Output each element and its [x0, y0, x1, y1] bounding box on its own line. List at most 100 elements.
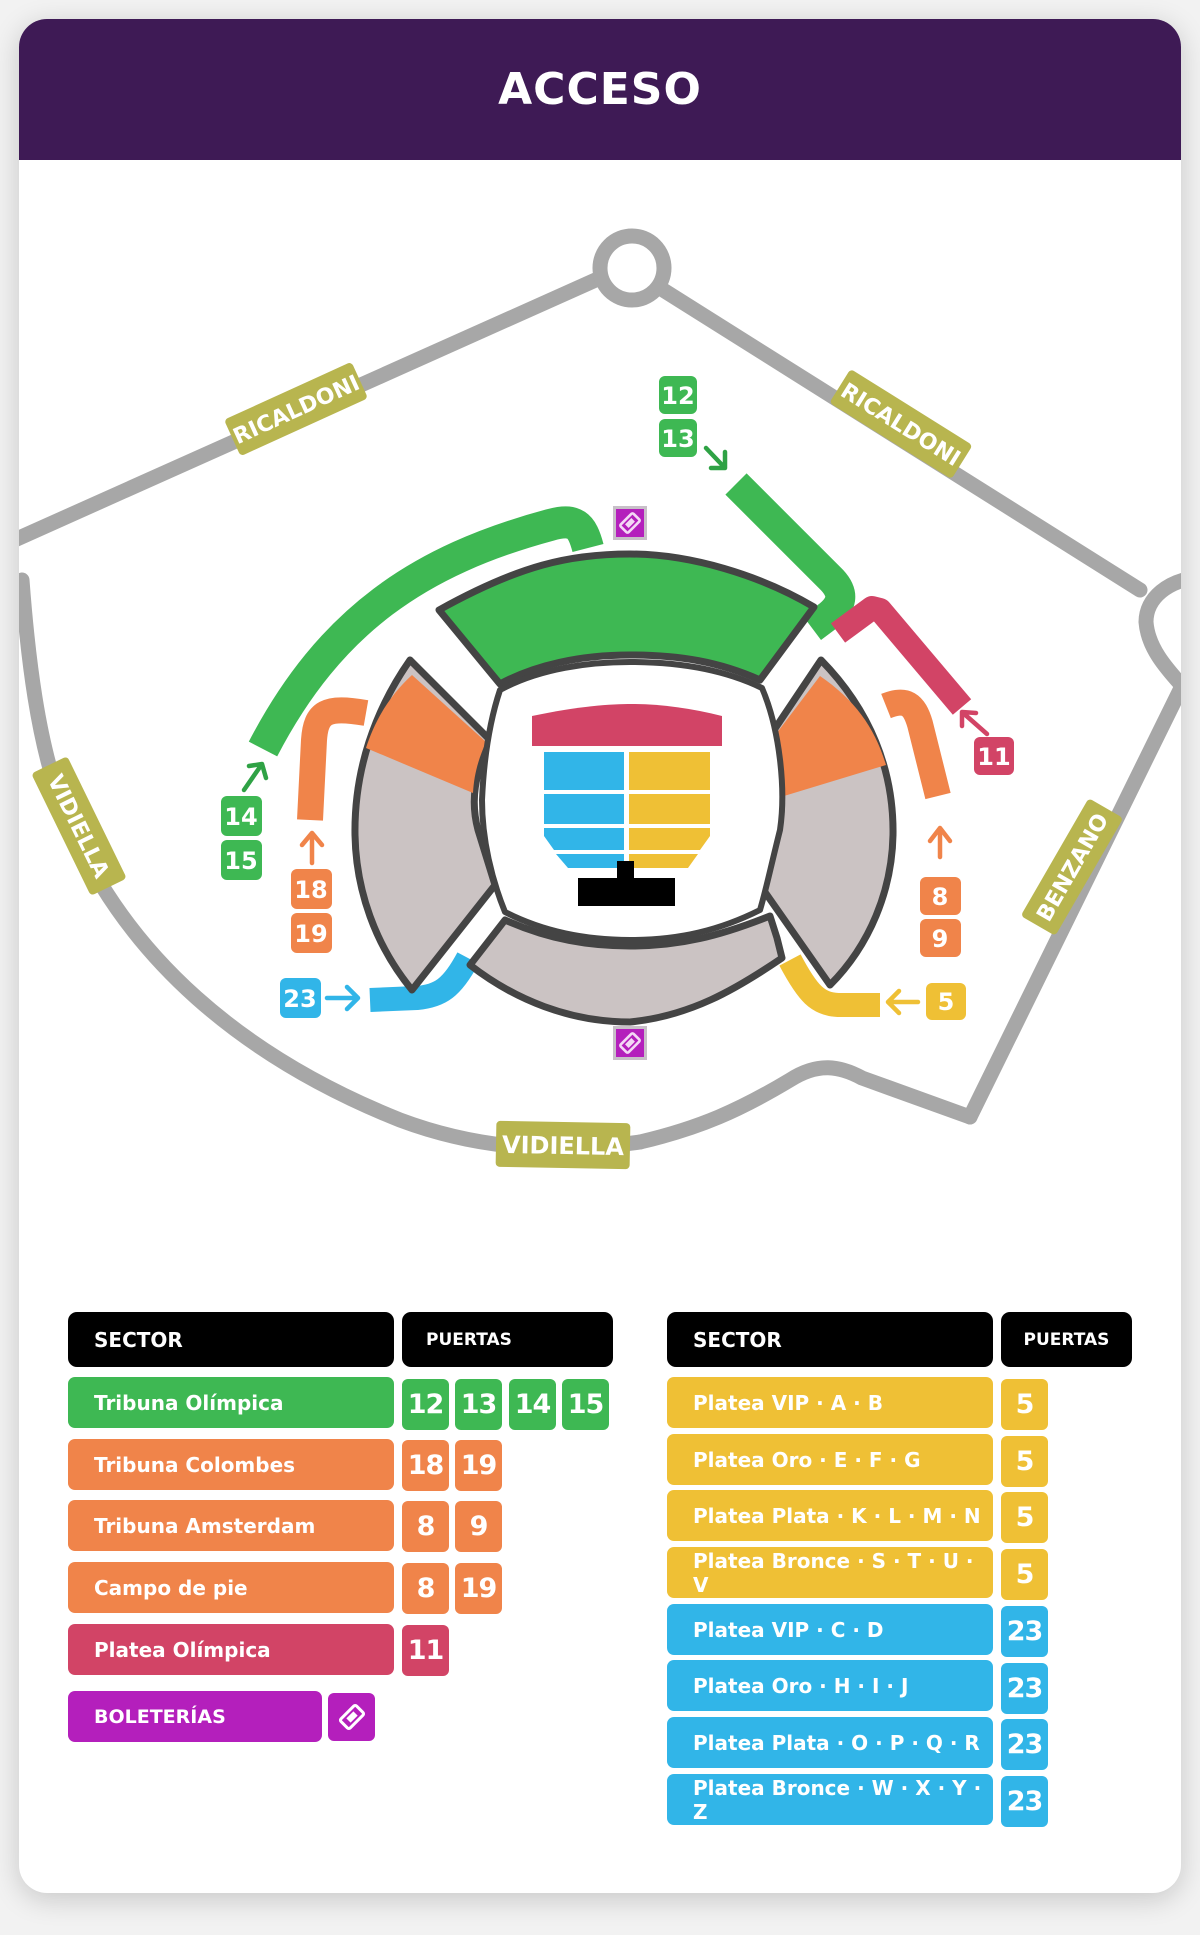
- sector-platea-vip-ab[interactable]: [629, 752, 710, 790]
- stadium-map: RICALDONI RICALDONI VIDIELLA VIDIELLA BE…: [19, 228, 1181, 1170]
- gate-14[interactable]: 14: [221, 796, 262, 836]
- gate-badge: 14: [509, 1379, 556, 1430]
- gate-5[interactable]: 5: [926, 983, 966, 1020]
- gate-badge: 23: [1001, 1719, 1048, 1770]
- gate-9[interactable]: 9: [920, 919, 961, 957]
- header: ACCESO: [19, 19, 1181, 160]
- gate-badge: 8: [402, 1501, 449, 1552]
- route-platea-olimpica: [830, 596, 972, 715]
- arrow-icon: [299, 830, 325, 866]
- sector-label: Platea Oro · E · F · G: [667, 1434, 993, 1485]
- sector-platea-oro-hij[interactable]: [544, 794, 624, 824]
- sector-label: Campo de pie: [68, 1562, 394, 1613]
- gate-badge: 9: [455, 1501, 502, 1552]
- svg-text:9: 9: [932, 925, 949, 953]
- sector-platea-plata-opqr[interactable]: [544, 828, 624, 850]
- svg-text:18: 18: [294, 876, 327, 904]
- boleterias-label: BOLETERÍAS: [68, 1691, 322, 1742]
- sector-platea-bronce-wxyz[interactable]: [556, 854, 624, 868]
- sector-label: Platea Oro · H · I · J: [667, 1660, 993, 1711]
- legend-right-header-gates: PUERTAS: [1001, 1312, 1132, 1367]
- gate-18[interactable]: 18: [291, 869, 332, 909]
- ticket-icon: [614, 507, 646, 539]
- gate-badge: 8: [402, 1563, 449, 1614]
- gate-23[interactable]: 23: [280, 978, 321, 1018]
- gate-badge: 18: [402, 1440, 449, 1491]
- svg-text:15: 15: [224, 847, 257, 875]
- gate-badges: 12 13 14 15 18 19 23 11 8 9 5: [221, 376, 1014, 1020]
- sector-platea-oro-efg[interactable]: [629, 794, 710, 824]
- gate-badge: 5: [1001, 1379, 1048, 1430]
- stadium: [351, 550, 897, 1026]
- sector-tribuna-colombes[interactable]: [366, 675, 486, 793]
- stage: [578, 861, 675, 906]
- gate-badge: 23: [1001, 1776, 1048, 1827]
- gate-badge: 5: [1001, 1549, 1048, 1600]
- legend-left-header-sector: SECTOR: [68, 1312, 394, 1367]
- street-tag-ricaldoni-east: RICALDONI: [830, 370, 972, 478]
- route-tribuna-amsterdam: [881, 689, 951, 800]
- gate-badge: 5: [1001, 1436, 1048, 1487]
- ticket-icon: [614, 1027, 646, 1059]
- gate-19[interactable]: 19: [291, 913, 332, 953]
- arrow-icon: [885, 988, 921, 1016]
- access-card: ACCESO: [19, 19, 1181, 1893]
- sector-label: Tribuna Amsterdam: [68, 1500, 394, 1551]
- svg-text:14: 14: [224, 803, 257, 831]
- sector-platea-bronce-stuv[interactable]: [629, 854, 698, 868]
- road-benzano: [962, 682, 1181, 1125]
- gate-badge: 19: [455, 1440, 502, 1491]
- sector-label: Platea Bronce · W · X · Y · Z: [667, 1774, 993, 1825]
- sector-platea-plata-klmn[interactable]: [629, 828, 710, 850]
- street-tag-vidiella-west: VIDIELLA: [32, 757, 126, 895]
- route-tribuna-olimpica-east: [725, 473, 856, 640]
- arrow-icon: [927, 825, 953, 860]
- boleterias-badge: [328, 1693, 375, 1741]
- gate-8[interactable]: 8: [920, 877, 961, 915]
- svg-text:RICALDONI: RICALDONI: [836, 379, 964, 472]
- arrow-icon: [324, 984, 361, 1012]
- arrow-icon: [241, 761, 269, 793]
- sector-tribuna-amsterdam[interactable]: [770, 676, 886, 796]
- sector-label: Platea Bronce · S · T · U · V: [667, 1547, 993, 1598]
- arrow-icon: [959, 709, 990, 737]
- gate-12[interactable]: 12: [659, 376, 697, 414]
- roundabout-east: [1138, 573, 1181, 695]
- road-link-southeast: [632, 1060, 978, 1150]
- legend-left-header-gates: PUERTAS: [402, 1312, 613, 1367]
- sector-label: Platea VIP · C · D: [667, 1604, 993, 1655]
- sector-south-stand: [466, 912, 786, 1026]
- sector-tribuna-olimpica[interactable]: [435, 550, 818, 688]
- gate-13[interactable]: 13: [659, 419, 697, 457]
- svg-text:12: 12: [661, 382, 694, 410]
- route-platea-blue: [369, 952, 479, 1012]
- gate-badge: 19: [455, 1563, 502, 1614]
- svg-text:19: 19: [294, 920, 327, 948]
- legend-right-header-sector: SECTOR: [667, 1312, 993, 1367]
- route-tribuna-olimpica-west: [248, 506, 604, 757]
- street-tag-ricaldoni-west: RICALDONI: [225, 363, 367, 455]
- gate-11[interactable]: 11: [974, 737, 1014, 775]
- route-platea-yellow: [779, 954, 880, 1017]
- street-tag-vidiella-south: VIDIELLA: [495, 1120, 631, 1170]
- gate-badge: 12: [402, 1379, 449, 1430]
- gate-badge: 11: [402, 1625, 449, 1676]
- gate-badge: 5: [1001, 1492, 1048, 1543]
- svg-text:5: 5: [938, 988, 955, 1016]
- gate-badge: 23: [1001, 1663, 1048, 1714]
- roundabout-north: [592, 228, 672, 308]
- ticket-office-north[interactable]: [613, 506, 647, 540]
- ticket-icon: [338, 1703, 365, 1731]
- sector-label: Tribuna Colombes: [68, 1439, 394, 1490]
- sector-label: Platea Plata · O · P · Q · R: [667, 1717, 993, 1768]
- gate-badge: 23: [1001, 1606, 1048, 1657]
- sector-label: Platea Olímpica: [68, 1624, 394, 1675]
- sector-platea-olimpica[interactable]: [532, 704, 722, 746]
- sector-label: Platea VIP · A · B: [667, 1377, 993, 1428]
- sector-platea-vip-cd[interactable]: [544, 752, 624, 790]
- ticket-office-south[interactable]: [613, 1026, 647, 1060]
- svg-text:8: 8: [932, 883, 949, 911]
- gate-arrows: [241, 445, 990, 1016]
- gate-badge: 15: [562, 1379, 609, 1430]
- gate-15[interactable]: 15: [221, 840, 262, 880]
